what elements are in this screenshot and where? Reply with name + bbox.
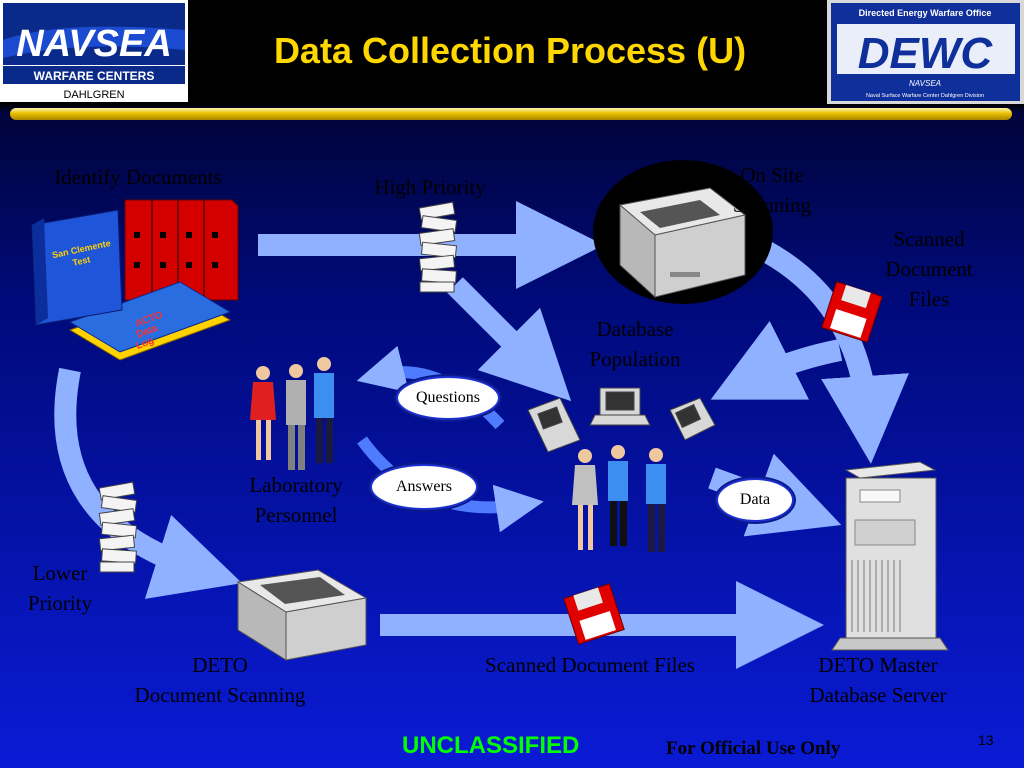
arrow-lower-priority bbox=[54, 367, 242, 599]
lab-personnel-group-icon bbox=[250, 357, 334, 470]
database-server-icon bbox=[831, 461, 949, 651]
dewc-caption: Naval Surface Warfare Center Dahlgren Di… bbox=[866, 93, 984, 99]
title-rule bbox=[10, 108, 1012, 120]
navsea-subtitle: WARFARE CENTERS bbox=[34, 69, 155, 83]
dewc-wordmark: DEWC bbox=[858, 29, 994, 78]
page-number: 13 bbox=[978, 732, 994, 748]
computer-icon bbox=[527, 387, 716, 453]
paper-stack-icon bbox=[418, 201, 458, 293]
dewc-logo: Directed Energy Warfare Office DEWC NAVS… bbox=[827, 0, 1024, 104]
label-identify-documents: Identify Documents bbox=[54, 165, 222, 189]
log-book-icon: ACTO Data Log bbox=[68, 281, 232, 361]
answers-oval: Answers bbox=[370, 464, 478, 510]
paper-stack-icon bbox=[98, 481, 138, 573]
label-scanned-document-files-bottom: Scanned Document Files bbox=[485, 653, 695, 677]
footer-handling: For Official Use Only bbox=[666, 738, 841, 759]
slide-title: Data Collection Process (U) bbox=[273, 30, 747, 71]
floppy-disk-icon bbox=[563, 583, 625, 645]
database-personnel-group-icon bbox=[572, 445, 666, 552]
floppy-disk-icon bbox=[821, 281, 883, 343]
navsea-site: DAHLGREN bbox=[63, 89, 124, 101]
red-binders-icon bbox=[124, 199, 239, 301]
questions-oval: Questions bbox=[396, 376, 500, 420]
dewc-org: NAVSEA bbox=[909, 79, 941, 88]
data-oval: Data bbox=[716, 478, 794, 522]
arrow-to-database bbox=[710, 320, 843, 400]
blue-binder-icon: San Clemente Test bbox=[31, 209, 123, 326]
dewc-office: Directed Energy Warfare Office bbox=[859, 8, 992, 18]
arrow-high-to-database bbox=[447, 277, 572, 402]
deto-scanner-icon bbox=[236, 569, 368, 661]
footer-classification: UNCLASSIFIED bbox=[402, 732, 580, 759]
label-high-priority: High Priority bbox=[374, 175, 486, 199]
navsea-wordmark: NAVSEA bbox=[16, 23, 172, 65]
navsea-logo: NAVSEA WARFARE CENTERS DAHLGREN bbox=[0, 0, 188, 102]
svg-text:Test: Test bbox=[72, 254, 92, 267]
onsite-scanner-icon bbox=[618, 187, 747, 299]
